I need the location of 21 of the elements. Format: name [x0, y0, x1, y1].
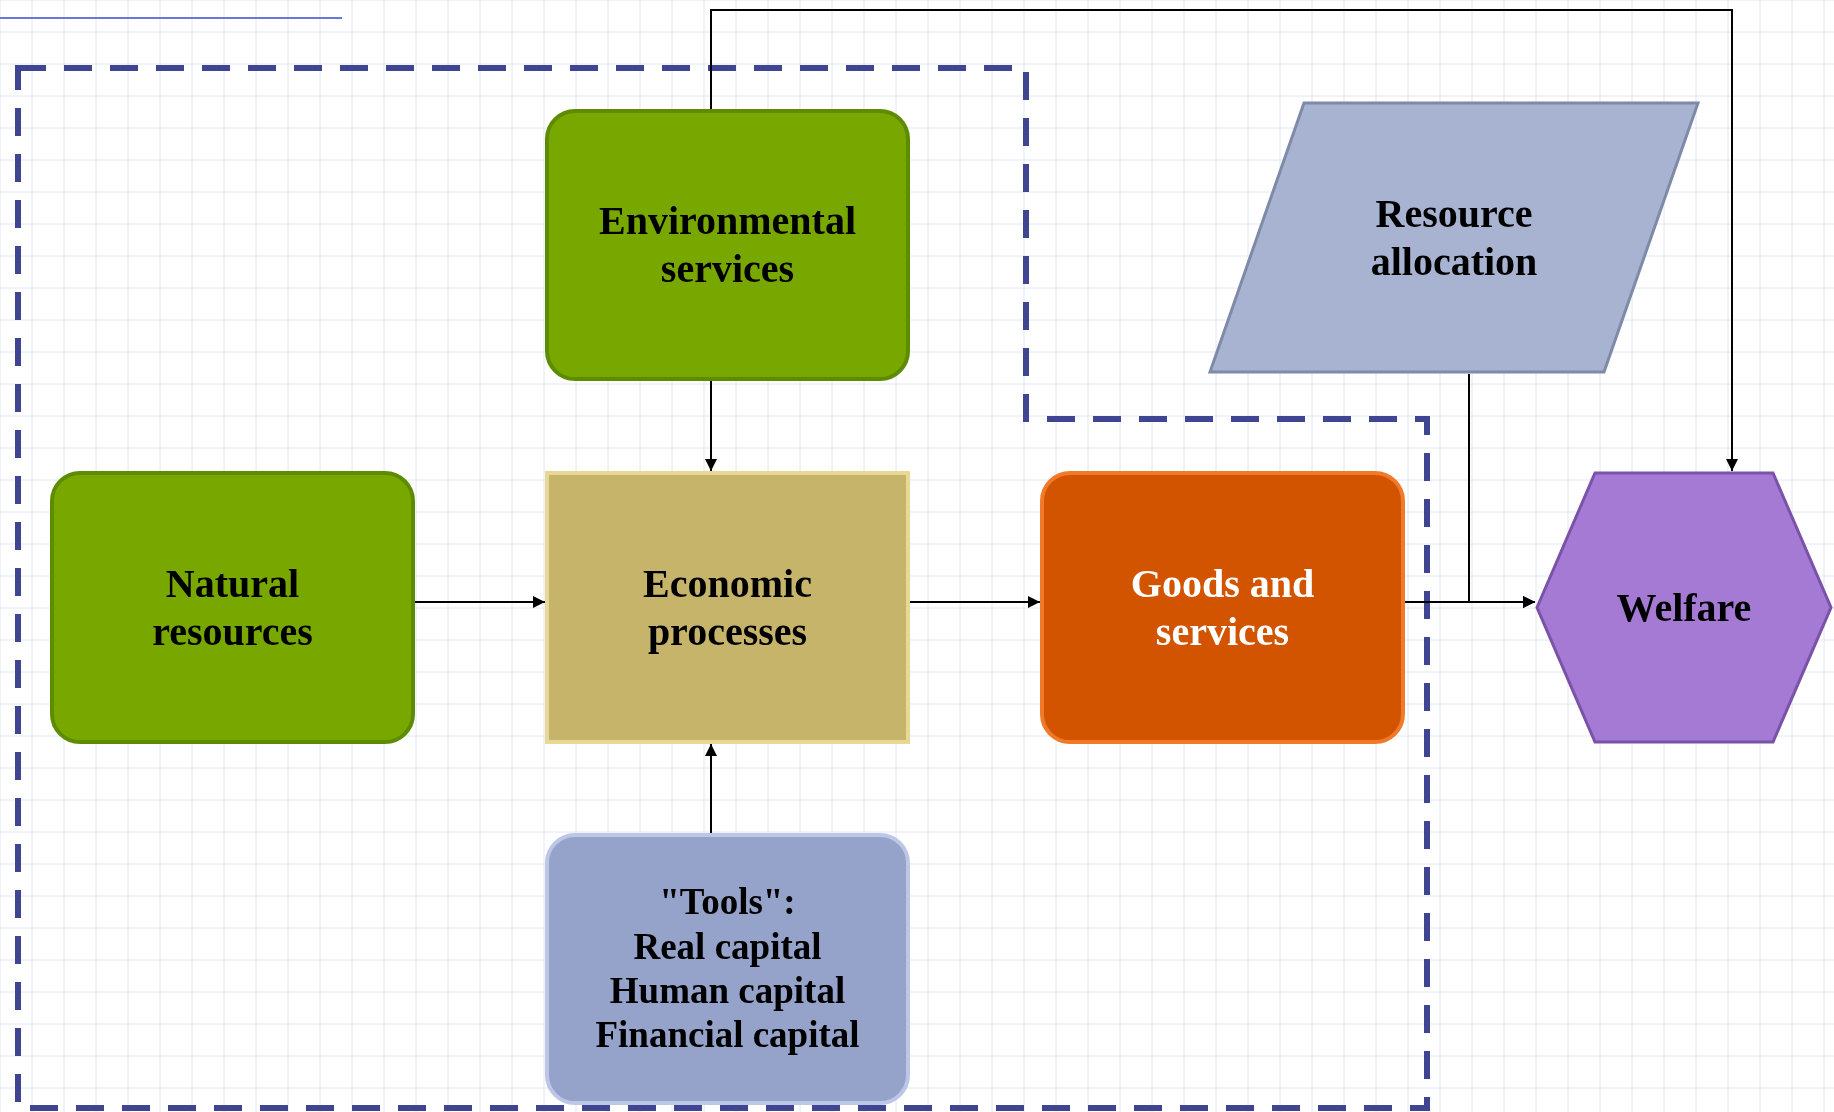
- node-label: Real capital Human capital Financial capital: [594, 924, 861, 1058]
- node-label: "Tools":: [658, 880, 797, 925]
- node-label: Economic processes: [642, 559, 813, 656]
- process-box: [545, 471, 910, 744]
- node-label: Environmental services: [597, 197, 858, 293]
- resource-box: [50, 471, 415, 744]
- input-parallelogram: [1208, 101, 1700, 374]
- arrow: [705, 743, 717, 834]
- arrow: [909, 596, 1041, 608]
- node-label: Welfare: [1615, 583, 1753, 632]
- welfare-hexagon: [1535, 471, 1833, 744]
- arrow: [414, 596, 546, 608]
- input-box: [545, 833, 910, 1105]
- arrow: [705, 380, 717, 472]
- resource-box: [545, 109, 910, 381]
- arrow: [710, 9, 1738, 472]
- output-box: [1040, 471, 1405, 744]
- node-label: Resource allocation: [1369, 189, 1539, 286]
- node-label: Goods and services: [1129, 559, 1316, 656]
- node-label: Natural resources: [151, 559, 314, 656]
- arrow: [1468, 373, 1536, 608]
